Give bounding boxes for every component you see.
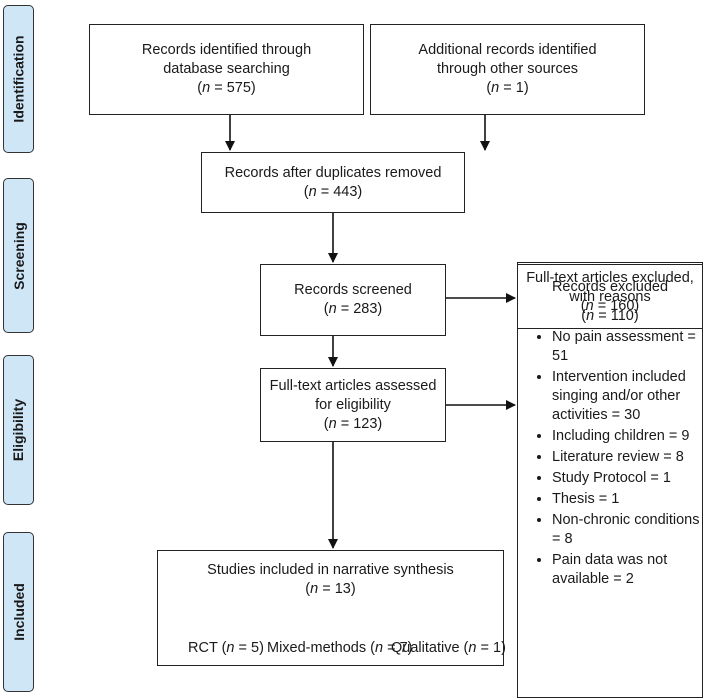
exclusion-reasons-list: No pain assessment = 51 Intervention inc…	[518, 328, 702, 589]
phase-identification-label: Identification	[10, 35, 27, 123]
fulltext-assessed-count: (n = 123)	[323, 415, 383, 432]
fulltext-excluded-count: (n = 110)	[581, 308, 639, 324]
fulltext-assessed-line1: Full-text articles assessed	[269, 377, 437, 394]
fulltext-assessed-line2: for eligibility	[315, 396, 391, 413]
exclusion-reason: Thesis = 1	[552, 490, 702, 509]
phase-eligibility-label: Eligibility	[10, 398, 27, 462]
exclusion-reason: Non-chronic conditions = 8	[552, 511, 702, 549]
records-screened-count: (n = 283)	[323, 301, 383, 317]
studies-included-line1: Studies included in narrative synthesis	[207, 562, 454, 578]
records-excluded-count: (n = 160)	[580, 297, 640, 314]
records-screened-line1: Records screened	[294, 282, 412, 298]
other-records-box: Additional records identified through ot…	[370, 24, 645, 115]
fulltext-excluded-heading: Full-text articles excluded, with reason…	[518, 269, 702, 326]
rct-count: RCT (n = 5)	[188, 640, 264, 656]
phase-screening-label: Screening	[10, 221, 27, 290]
database-records-box: Records identified through database sear…	[89, 24, 364, 115]
phase-identification: Identification	[3, 5, 34, 153]
exclusion-reason: Literature review = 8	[552, 448, 702, 467]
records-excluded-line1: Records excluded	[551, 278, 669, 295]
database-records-count: (n = 575)	[197, 80, 256, 96]
duplicates-removed-count: (n = 443)	[303, 183, 363, 200]
fulltext-excluded-box: Full-text articles excluded, with reason…	[517, 262, 703, 698]
fulltext-assessed-box: Full-text articles assessed for eligibil…	[260, 368, 446, 442]
studies-included-count: (n = 13)	[305, 581, 356, 597]
fulltext-excluded-line1: Full-text articles excluded,	[526, 270, 694, 286]
phase-included-label: Included	[10, 583, 27, 641]
phase-included: Included	[3, 532, 34, 692]
exclusion-reason: Intervention included singing and/or oth…	[552, 368, 702, 425]
studies-included-box: Studies included in narrative synthesis …	[157, 550, 504, 666]
phase-screening: Screening	[3, 178, 34, 333]
duplicates-removed-line1: Records after duplicates removed	[224, 164, 442, 181]
other-records-line1: Additional records identified	[418, 42, 597, 58]
duplicates-removed-box: Records after duplicates removed (n = 44…	[201, 152, 465, 213]
other-records-count: (n = 1)	[486, 80, 529, 96]
fulltext-excluded-line2: with reasons	[569, 289, 651, 305]
mixed-methods-count: Mixed-methods (n = 7)	[267, 640, 413, 656]
other-records-line2: through other sources	[436, 61, 579, 77]
records-screened-box: Records screened (n = 283)	[260, 264, 446, 336]
database-records-line1: Records identified through	[141, 42, 312, 58]
database-records-line2: database searching	[163, 61, 290, 77]
exclusion-reason: Including children = 9	[552, 427, 702, 446]
exclusion-reason: Pain data was not available = 2	[552, 551, 702, 589]
exclusion-reason: Study Protocol = 1	[552, 469, 702, 488]
qualitative-count: Qualitative (n = 1)	[391, 640, 506, 656]
phase-eligibility: Eligibility	[3, 355, 34, 505]
exclusion-reason: No pain assessment = 51	[552, 328, 702, 366]
